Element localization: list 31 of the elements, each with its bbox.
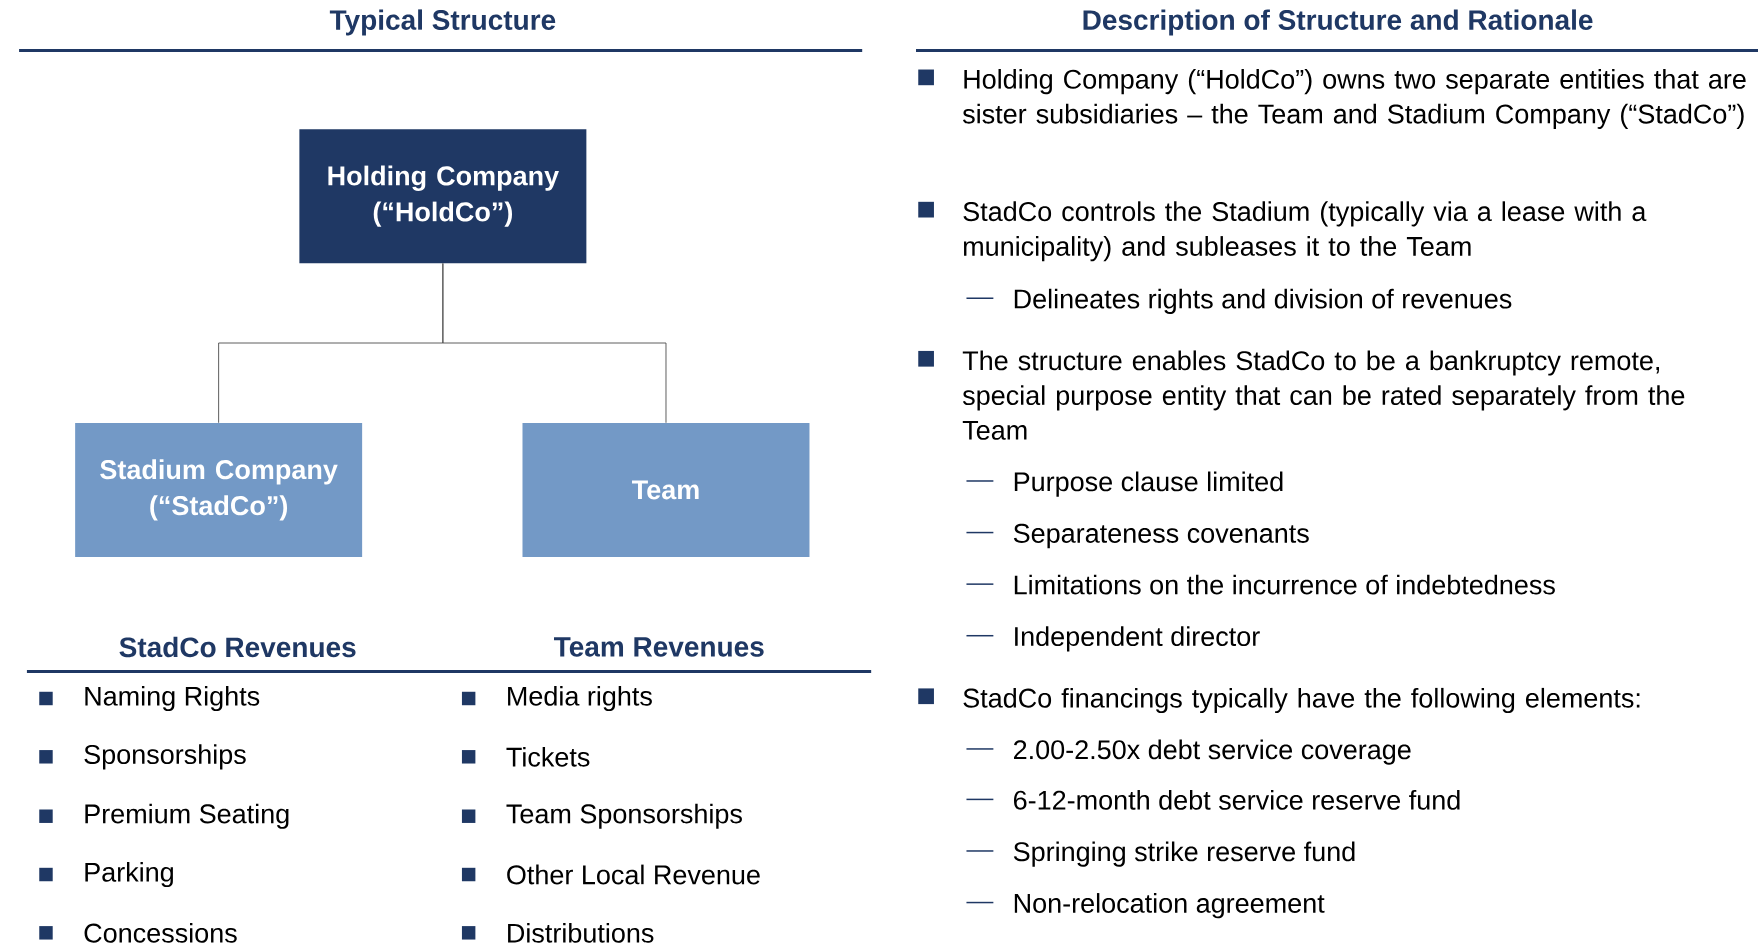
list-item: Premium Seating: [85, 803, 289, 829]
sub-item-text: Delineates rights and division of revenues: [1014, 288, 1512, 314]
sub-item-text: Springing strike reserve fund: [1013, 841, 1355, 867]
bullet-text: The structure enables StadCo to be a bankruptcy remote, special purpose entity that can be rated separately from the Team: [962, 350, 1685, 440]
list-item: Media rights: [508, 685, 652, 711]
list-item: Sponsorships: [84, 744, 246, 770]
list-item: Team Sponsorships: [506, 803, 742, 829]
list-item: Parking: [85, 861, 173, 887]
sub-item-text: Non-relocation agreement: [1014, 892, 1325, 919]
section-heading: Description of Structure and Rationale: [1083, 9, 1593, 36]
sub-item-text: Separateness covenants: [1013, 523, 1309, 549]
list-item: Other Local Revenue: [507, 864, 760, 885]
sub-item-text: 2.00-2.50x debt service coverage: [1014, 739, 1411, 765]
list-item: Concessions: [84, 922, 237, 943]
section-heading: StadCo Revenues: [119, 636, 356, 658]
connector-line: [442, 262, 667, 424]
sub-item-text: Limitations on the incurrence of indebtedness: [1014, 574, 1555, 595]
bullet-text: Holding Company (“HoldCo”) owns two separate entities that are sister subsidiaries – the Team and Stadium Company (“StadCo”): [962, 68, 1746, 129]
section-heading: Team Revenues: [554, 637, 764, 657]
org-box: Stadium Company (“StadCo”): [75, 422, 363, 557]
list-item: Distributions: [508, 922, 654, 943]
list-item: Tickets: [506, 746, 590, 767]
sub-item-text: Independent director: [1015, 626, 1260, 652]
sub-item-text: 6-12-month debt service reserve fund: [1014, 789, 1460, 810]
org-box: Holding Company (“HoldCo”): [299, 129, 587, 264]
bullet-text: StadCo controls the Stadium (typically via a lease with a municipality) and subleases it to the Team: [963, 201, 1647, 262]
org-box: Team: [522, 422, 810, 557]
section-heading: Typical Structure: [329, 9, 556, 36]
sub-item-text: Purpose clause limited: [1014, 471, 1283, 497]
bullet-text: StadCo financings typically have the following elements:: [963, 687, 1640, 713]
list-item: Naming Rights: [85, 685, 260, 711]
